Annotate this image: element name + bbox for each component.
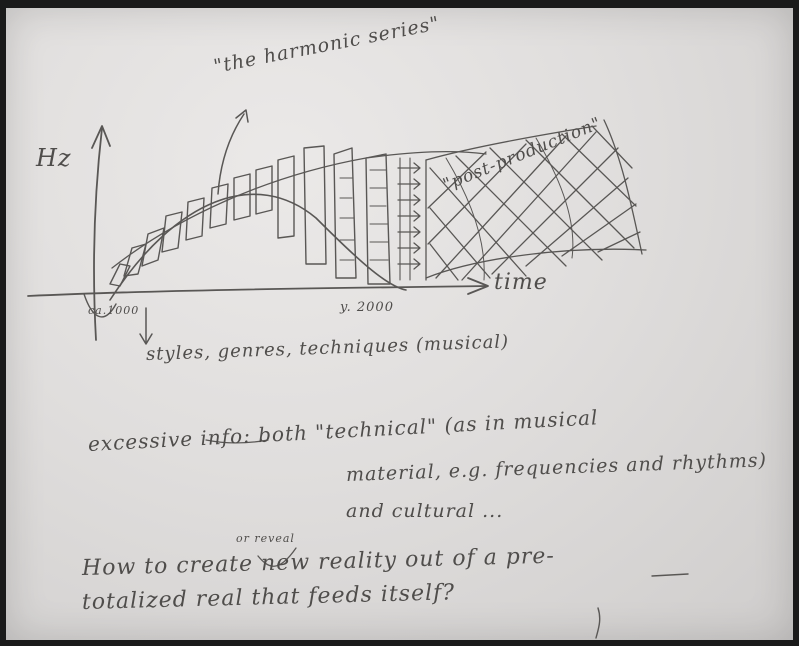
start-dip (83, 293, 117, 318)
time-axis (27, 285, 487, 297)
harmonic-series-sketch (27, 109, 689, 639)
envelope-curve (111, 151, 487, 269)
year-1000-label: ca.1000 (88, 304, 140, 317)
insert-caret (257, 547, 297, 567)
arc-curve (109, 193, 407, 301)
box-ticks (339, 169, 389, 261)
time-axis-label: time (494, 270, 548, 295)
paper-sheet: "the harmonic series" Hz "post-productio… (6, 8, 793, 640)
question-dash (651, 573, 689, 577)
excessive-info-line-3: and cultural ... (346, 500, 504, 522)
styles-arrowhead (139, 333, 153, 345)
grid-entry-arrows (397, 157, 421, 281)
harmonic-pointer (217, 113, 245, 195)
time-axis-arrowhead (467, 277, 489, 295)
year-2000-label: y. 2000 (340, 300, 394, 315)
excessive-underline (205, 439, 269, 444)
hz-axis-arrowhead (91, 125, 111, 149)
post-production-grid (425, 119, 647, 281)
harmonic-boxes (109, 145, 391, 287)
hz-axis-label: Hz (36, 144, 72, 172)
or-reveal-insertion: or reveal (236, 532, 295, 545)
harmonic-pointer-arrowhead (235, 109, 249, 123)
question-tail (595, 607, 601, 639)
